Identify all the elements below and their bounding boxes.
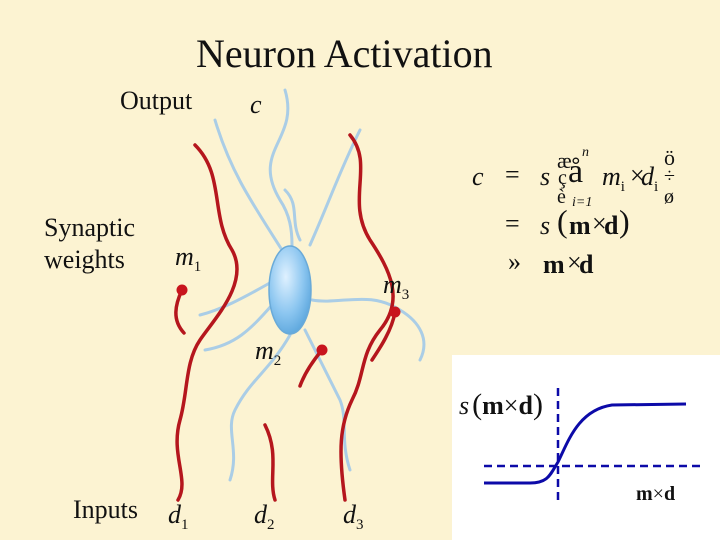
eq-bracket-o-top: ö [664,145,675,170]
eq-sum-symbol: å [568,153,584,190]
synapse-dot-m1 [176,284,188,296]
eq-m-vector: m [569,211,591,240]
axons [174,133,397,502]
output-c-label: c [250,90,262,119]
weight-m3: m3 [383,270,410,303]
synapse-dot-m2 [316,344,328,356]
input-d2: d2 [254,500,275,533]
eq-upper-limit-n: n [582,145,589,160]
eq-lhs-c: c [472,162,484,191]
input-d3: d3 [343,500,364,533]
eq-sigma-2: s [540,211,551,240]
eq-paren-close: ) [619,203,630,239]
eq-bracket-o-bot: ø [664,186,674,208]
eq-paren-open: ( [557,203,568,239]
output-label: Output [120,86,193,115]
eq-bracket-c: ç [558,167,567,189]
eq-m-i: mi [602,162,625,195]
cell-body [268,245,312,335]
eq-bracket-div: ÷ [664,165,675,187]
eq-d-vector-2: d [579,250,594,279]
plot-y-label: s(m×d) [459,388,543,421]
eq-d-i: di [641,162,659,195]
page-title: Neuron Activation [196,31,493,76]
eq-approx: » [508,247,521,276]
sigmoid-plot-panel [452,355,720,540]
input-d1: d1 [168,500,189,533]
eq-times-1: × [630,161,645,190]
plot-x-label: m×d [636,483,676,505]
synaptic-label-line1: Synaptic [44,213,135,242]
eq-lower-limit: i=1 [572,195,593,210]
eq-times-2: × [592,209,607,238]
eq-m-vector-2: m [543,250,565,279]
sigmoid-curve [484,402,687,485]
eq-bracket-e: è [557,186,566,208]
inputs-label: Inputs [73,495,138,524]
eq-sigma-1: s [540,162,551,191]
eq-d-vector: d [604,211,619,240]
eq-times-3: × [567,248,582,277]
eq-equals-1: = [505,160,520,189]
weight-m2: m2 [255,336,282,369]
eq-equals-2: = [505,209,520,238]
weight-m1: m1 [175,242,202,275]
eq-bracket-ae: æ [557,148,572,173]
synapse-dot-m3 [389,306,401,318]
synaptic-label-line2: weights [44,245,125,274]
